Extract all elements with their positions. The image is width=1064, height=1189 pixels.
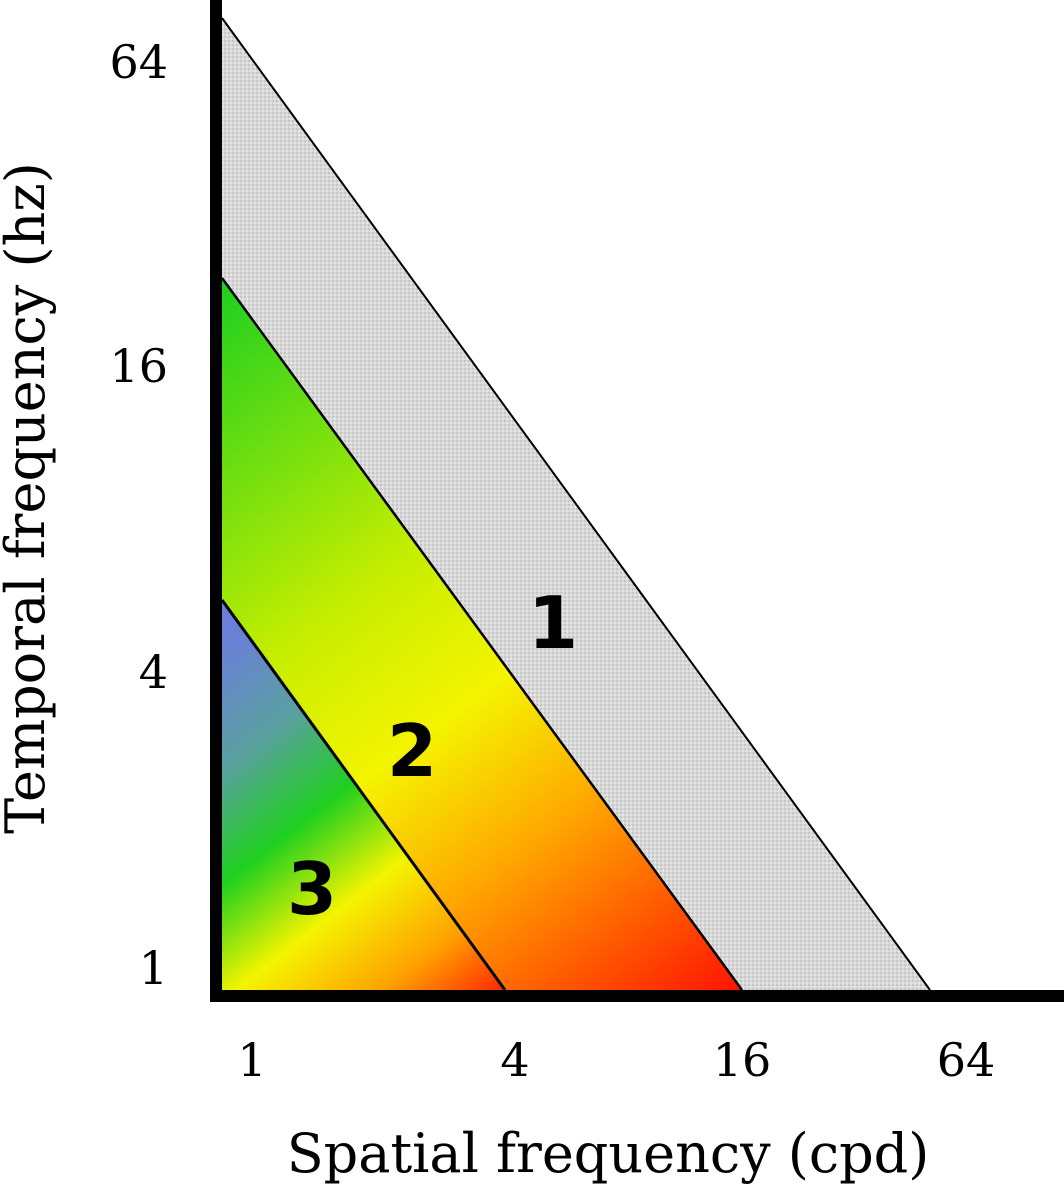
- boundary-line-outer: [221, 17, 931, 991]
- x-tick-label: 4: [500, 1033, 529, 1087]
- boundary-line-middle: [220, 277, 744, 991]
- boundary-line-inner: [220, 599, 507, 991]
- y-axis-line: [210, 0, 222, 1002]
- region-3-label: 3: [287, 847, 337, 931]
- x-tick-label: 1: [237, 1033, 266, 1087]
- region-2-label: 2: [387, 709, 437, 793]
- y-tick-label: 16: [109, 339, 168, 393]
- x-axis-line: [210, 990, 1064, 1002]
- x-tick-label: 16: [713, 1033, 772, 1087]
- y-tick-label: 64: [109, 35, 168, 89]
- y-tick-label: 1: [139, 941, 168, 995]
- x-tick-label: 64: [937, 1033, 996, 1087]
- y-axis-title: Temporal frequency (hz): [0, 162, 57, 834]
- region-1-label: 1: [528, 581, 578, 665]
- x-axis-title: Spatial frequency (cpd): [287, 1122, 930, 1185]
- y-tick-label: 4: [139, 645, 168, 699]
